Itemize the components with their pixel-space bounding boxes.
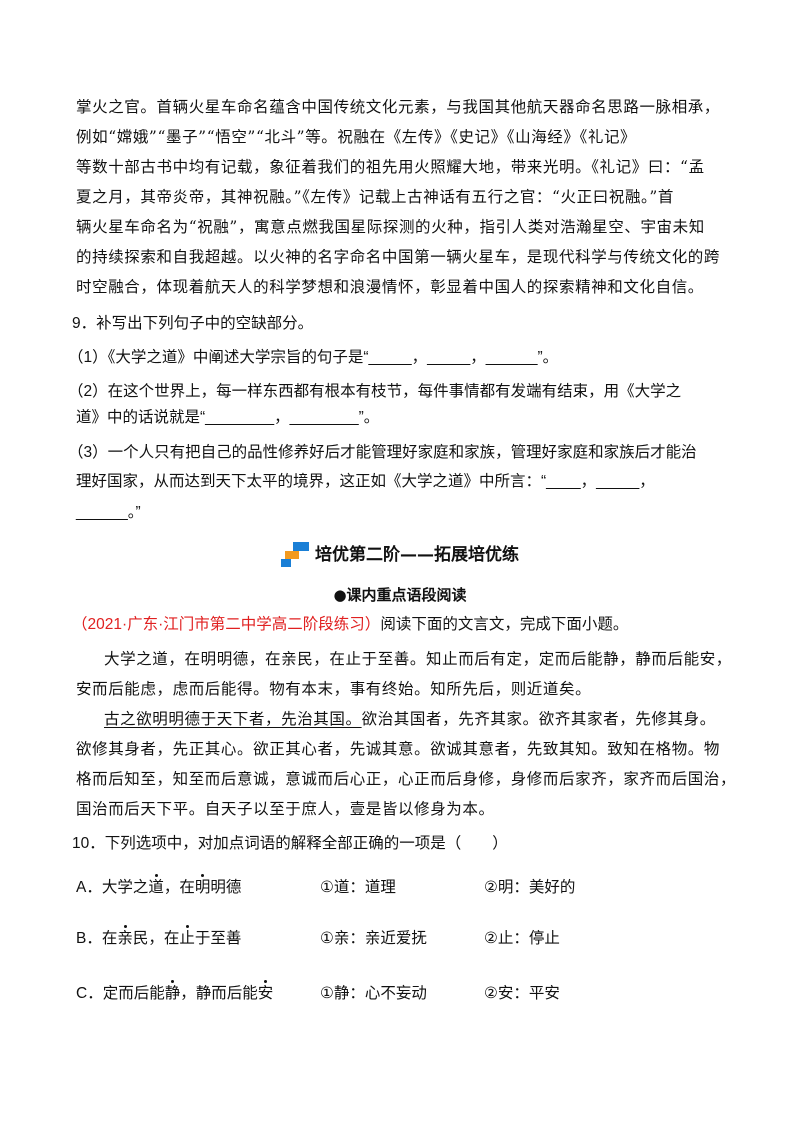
q9-part3-line3: ______。” bbox=[76, 504, 141, 521]
section-heading: 培优第二阶——拓展培优练 bbox=[0, 540, 800, 568]
dotted-char: 止 bbox=[179, 925, 195, 950]
q9-part2-line1: （2）在这个世界上，每一样东西都有根本有枝节，每件事情都有发端有结束，用《大学之 bbox=[68, 383, 682, 400]
section-logo-icon bbox=[281, 542, 309, 568]
dotted-char: 静 bbox=[165, 980, 180, 1005]
section-heading-text: 培优第二阶——拓展培优练 bbox=[315, 545, 519, 565]
option-a-explain-2: ②明：美好的 bbox=[484, 879, 576, 896]
intro-line-6: 的持续探索和自我超越。以火神的名字命名中国第一辆火星车，是现代科学与传统文化的跨 bbox=[76, 248, 721, 266]
passage-underlined-sentence: 古之欲明明德于天下者，先治其国。 bbox=[104, 710, 362, 728]
option-a-explain-1: ①道：道理 bbox=[320, 879, 396, 896]
q9-part3-line1: （3）一个人只有把自己的品性修养好后才能管理好家庭和家族，管理好家庭和家族后才能… bbox=[68, 444, 697, 461]
option-c-explain-2: ②安：平安 bbox=[484, 985, 560, 1002]
intro-line-4: 夏之月，其帝炎帝，其神祝融。”《左传》记载上古神话有五行之官：“火正曰祝融。”首 bbox=[76, 188, 675, 206]
q9-part3-line2: 理好国家，从而达到天下太平的境界，这正如《大学之道》中所言：“____，____… bbox=[76, 473, 655, 490]
q9-stem: 9．补写出下列句子中的空缺部分。 bbox=[72, 315, 314, 332]
source-line: （2021·广东·江门市第二中学高二阶段练习）阅读下面的文言文，完成下面小题。 bbox=[72, 614, 628, 636]
intro-line-7: 时空融合，体现着航天人的科学梦想和浪漫情怀，彰显着中国人的探索精神和文化自信。 bbox=[76, 278, 704, 296]
option-b-explain-2: ②止：停止 bbox=[484, 930, 560, 947]
passage-line-3-rest: 欲治其国者，先齐其家。欲齐其家者，先修其身。 bbox=[361, 710, 716, 728]
passage-line-3: 古之欲明明德于天下者，先治其国。欲治其国者，先齐其家。欲齐其家者，先修其身。 bbox=[104, 708, 716, 730]
dotted-char: 安 bbox=[258, 980, 273, 1005]
q9-part1: （1）《大学之道》中阐述大学宗旨的句子是“_____，_____，______”… bbox=[68, 349, 559, 366]
intro-line-5: 辆火星车命名为“祝融”，寓意点燃我国星际探测的火种，指引人类对浩瀚星空、宇宙未知 bbox=[76, 218, 705, 236]
passage-line-5: 格而后知至，知至而后意诚，意诚而后心正，心正而后身修，身修而后家齐，家齐而后国治… bbox=[76, 770, 737, 788]
q9-part2-line2: 道》中的话说就是“________，________”。 bbox=[76, 409, 380, 426]
option-a-text: A．大学之道，在明明德 bbox=[76, 874, 241, 899]
dotted-char: 明 bbox=[195, 874, 210, 899]
intro-line-3: 等数十部古书中均有记载，象征着我们的祖先用火照耀大地，带来光明。《礼记》曰：“孟 bbox=[76, 158, 705, 176]
passage-line-2: 安而后能虑，虑而后能得。物有本末，事有终始。知所先后，则近道矣。 bbox=[76, 680, 592, 698]
passage-line-6: 国治而后天下平。自天子以至于庶人，壹是皆以修身为本。 bbox=[76, 800, 495, 818]
option-b-text: B．在亲民，在止于至善 bbox=[76, 925, 241, 950]
option-c-text: C．定而后能静，静而后能安 bbox=[76, 980, 273, 1005]
passage-line-1: 大学之道，在明明德，在亲民，在止于至善。知止而后有定，定而后能静，静而后能安， bbox=[104, 650, 732, 668]
dotted-char: 道 bbox=[148, 874, 164, 899]
option-c-explain-1: ①静：心不妄动 bbox=[320, 985, 427, 1002]
subsection-heading: ●课内重点语段阅读 bbox=[333, 586, 467, 604]
passage-line-4: 欲修其身者，先正其心。欲正其心者，先诚其意。欲诚其意者，先致其知。致知在格物。物 bbox=[76, 740, 721, 758]
dotted-char: 亲 bbox=[117, 925, 133, 950]
intro-line-1: 掌火之官。首辆火星车命名蕴含中国传统文化元素，与我国其他航天器命名思路一脉相承， bbox=[76, 98, 721, 116]
intro-line-2: 例如“嫦娥”“墨子”“悟空”“北斗”等。祝融在《左传》《史记》《山海经》《礼记》 bbox=[76, 128, 637, 146]
q10-stem: 10．下列选项中，对加点词语的解释全部正确的一项是（ ） bbox=[72, 835, 508, 852]
option-b-explain-1: ①亲：亲近爱抚 bbox=[320, 930, 427, 947]
source-instruction: 阅读下面的文言文，完成下面小题。 bbox=[380, 616, 629, 633]
source-tag: （2021·广东·江门市第二中学高二阶段练习） bbox=[72, 616, 381, 633]
